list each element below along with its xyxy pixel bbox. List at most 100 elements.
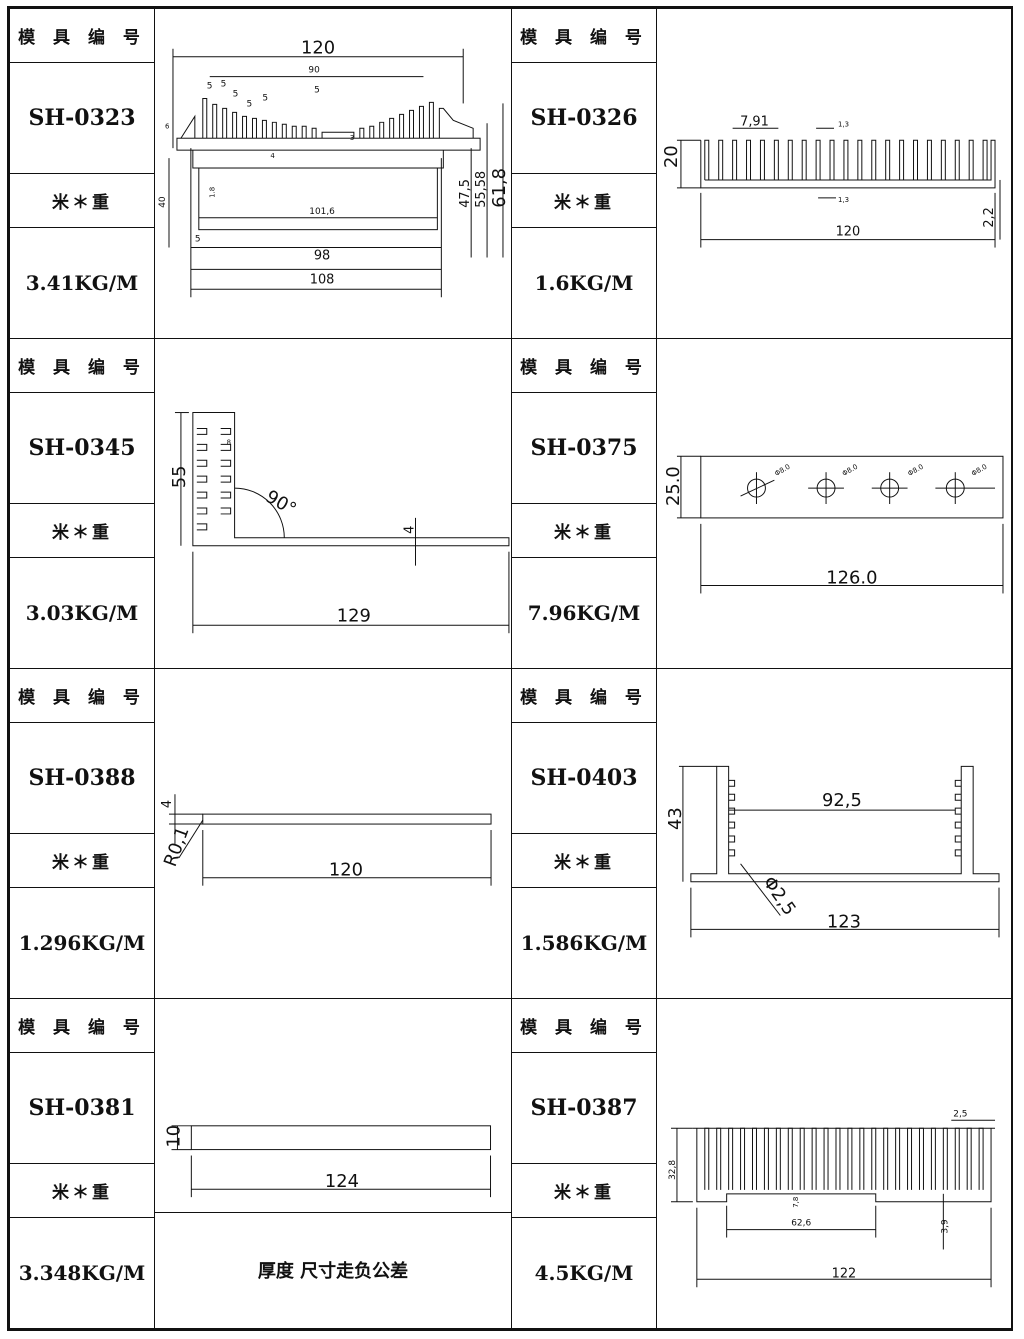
dim-width: 126.0 <box>826 568 877 589</box>
mold-number-header: 模 具 编 号 <box>9 338 155 393</box>
weight-value: 1.6KG/M <box>511 227 657 339</box>
profile-drawing-sh-0345: 55 8 90° 4 129 <box>154 338 512 669</box>
dim-length: 124 <box>325 1171 359 1192</box>
weight-value: 4.5KG/M <box>511 1217 657 1329</box>
dim-pitch-6: 5 <box>314 85 320 95</box>
dim-slot-width: 62,6 <box>791 1219 811 1229</box>
mold-number-header: 模 具 编 号 <box>9 998 155 1053</box>
dim-height-61: 61,8 <box>489 168 510 208</box>
channel-heatsink-svg: 92,5 43 Φ2,5 123 <box>665 765 1000 938</box>
dim-pitch-3: 5 <box>233 89 239 99</box>
dim-inner-width: 101,6 <box>309 207 335 217</box>
profile-drawing-sh-0326: 7,91 1,3 1,3 20 120 2,2 <box>656 8 1013 339</box>
dim-height: 32,8 <box>668 1160 678 1180</box>
dim-inner-width: 92,5 <box>822 790 862 811</box>
weight-value: 3.41KG/M <box>9 227 155 339</box>
dim-slot-depth: 7,8 <box>792 1197 800 1208</box>
dim-fin-gap: 6 <box>165 122 169 130</box>
dim-radius: R0,1 <box>160 824 194 870</box>
dim-slot-depth: 1.8 <box>209 187 217 198</box>
dim-top-span: 90 <box>308 66 320 76</box>
mold-number-header: 模 具 编 号 <box>511 668 657 723</box>
weight-header: 米＊重 <box>9 1163 155 1218</box>
weight-value: 3.348KG/M <box>9 1217 155 1329</box>
dim-hole-4: Φ8.0 <box>970 463 988 478</box>
dim-base-thk: 4 <box>270 152 275 160</box>
mold-code-sh-0326: SH-0326 <box>511 62 657 174</box>
profile-drawing-sh-0388: 4 R0,1 120 <box>154 668 512 999</box>
dim-width: 120 <box>836 225 861 240</box>
dim-left-height: 40 <box>158 196 168 208</box>
dim-length: 129 <box>337 605 371 626</box>
dim-height: 55 <box>169 465 190 488</box>
hole-plate-svg: Φ8.0 Φ8.0 Φ8.0 Φ8.0 25.0 126.0 <box>663 455 1004 594</box>
mold-number-header: 模 具 编 号 <box>9 668 155 723</box>
mold-code-sh-0345: SH-0345 <box>9 392 155 504</box>
weight-header: 米＊重 <box>511 1163 657 1218</box>
dim-pitch-2: 5 <box>221 80 227 90</box>
weight-header: 米＊重 <box>9 173 155 228</box>
dim-hole-2: Φ8.0 <box>841 463 859 478</box>
weight-value: 1.586KG/M <box>511 887 657 999</box>
profile-drawing-sh-0403: 92,5 43 Φ2,5 123 <box>656 668 1013 999</box>
dim-length: 120 <box>329 860 363 881</box>
thick-bar-svg: 10 124 <box>163 1125 492 1198</box>
mold-number-header: 模 具 编 号 <box>9 8 155 63</box>
dim-width-108: 108 <box>310 272 335 287</box>
mold-number-header: 模 具 编 号 <box>511 8 657 63</box>
mold-code-sh-0323: SH-0323 <box>9 62 155 174</box>
dim-height: 43 <box>665 807 686 830</box>
weight-header: 米＊重 <box>511 173 657 228</box>
dim-thickness: 4 <box>403 526 418 534</box>
mold-code-sh-0375: SH-0375 <box>511 392 657 504</box>
dim-height: 25.0 <box>663 466 684 506</box>
weight-header: 米＊重 <box>9 833 155 888</box>
dim-pitch-4: 5 <box>247 99 253 109</box>
heatsink-profile-svg: 120 90 5 5 5 5 5 5 6 4 3 1.8 40 101,6 5 … <box>158 38 510 298</box>
mold-number-header: 模 具 编 号 <box>511 998 657 1053</box>
weight-header: 米＊重 <box>9 503 155 558</box>
dim-base-thk: 2,2 <box>982 207 997 228</box>
mold-code-sh-0387: SH-0387 <box>511 1052 657 1164</box>
dim-height-47: 47,5 <box>458 179 473 208</box>
dim-pitch-5: 5 <box>262 93 268 103</box>
dim-hole-1: Φ8.0 <box>773 463 791 478</box>
angle-profile-svg: 55 8 90° 4 129 <box>169 412 510 634</box>
dim-fin-offset: 3 <box>350 134 354 142</box>
weight-header: 米＊重 <box>511 503 657 558</box>
weight-header: 米＊重 <box>511 833 657 888</box>
flat-bar-svg: 4 R0,1 120 <box>160 794 492 886</box>
product-spec-sheet: 模 具 编 号 SH-0323 米＊重 3.41KG/M <box>7 6 1013 1331</box>
dim-fin-pitch: 7,91 <box>740 114 769 129</box>
dim-height-55: 55,58 <box>474 171 489 208</box>
mold-code-sh-0381: SH-0381 <box>9 1052 155 1164</box>
dim-diameter: Φ2,5 <box>758 873 800 920</box>
dim-fin-width: 8 <box>227 438 231 446</box>
dim-width: 122 <box>832 1266 857 1281</box>
dim-overall-width: 120 <box>301 38 335 59</box>
dim-fin-thk-bottom: 1,3 <box>838 196 849 204</box>
profile-drawing-sh-0323: 120 90 5 5 5 5 5 5 6 4 3 1.8 40 101,6 5 … <box>154 8 512 339</box>
dim-base-thk: 3,9 <box>940 1219 950 1234</box>
mold-code-sh-0403: SH-0403 <box>511 722 657 834</box>
dim-fin-thk-top: 1,3 <box>838 120 849 128</box>
profile-drawing-sh-0387: 2,5 32,8 7,8 62,6 3,9 122 <box>656 998 1013 1329</box>
weight-value: 3.03KG/M <box>9 557 155 669</box>
weight-value: 1.296KG/M <box>9 887 155 999</box>
mold-number-header: 模 具 编 号 <box>511 338 657 393</box>
weight-value: 7.96KG/M <box>511 557 657 669</box>
profile-drawing-sh-0381: 10 124 <box>154 998 512 1213</box>
dim-height: 20 <box>661 145 682 168</box>
tolerance-note: 厚度 尺寸走负公差 <box>154 1212 512 1329</box>
dim-thickness: 10 <box>163 1125 184 1148</box>
dim-base-gap: 5 <box>195 235 201 245</box>
dim-fin-thk: 2,5 <box>953 1109 967 1119</box>
dim-pitch-1: 5 <box>207 82 213 92</box>
dim-angle: 90° <box>262 486 300 520</box>
dim-thickness: 4 <box>160 800 175 808</box>
fin-heatsink-svg: 7,91 1,3 1,3 20 120 2,2 <box>661 114 1001 248</box>
dim-width-98: 98 <box>314 248 330 263</box>
mold-code-sh-0388: SH-0388 <box>9 722 155 834</box>
dense-fin-heatsink-svg: 2,5 32,8 7,8 62,6 3,9 122 <box>668 1109 996 1288</box>
profile-drawing-sh-0375: Φ8.0 Φ8.0 Φ8.0 Φ8.0 25.0 126.0 <box>656 338 1013 669</box>
